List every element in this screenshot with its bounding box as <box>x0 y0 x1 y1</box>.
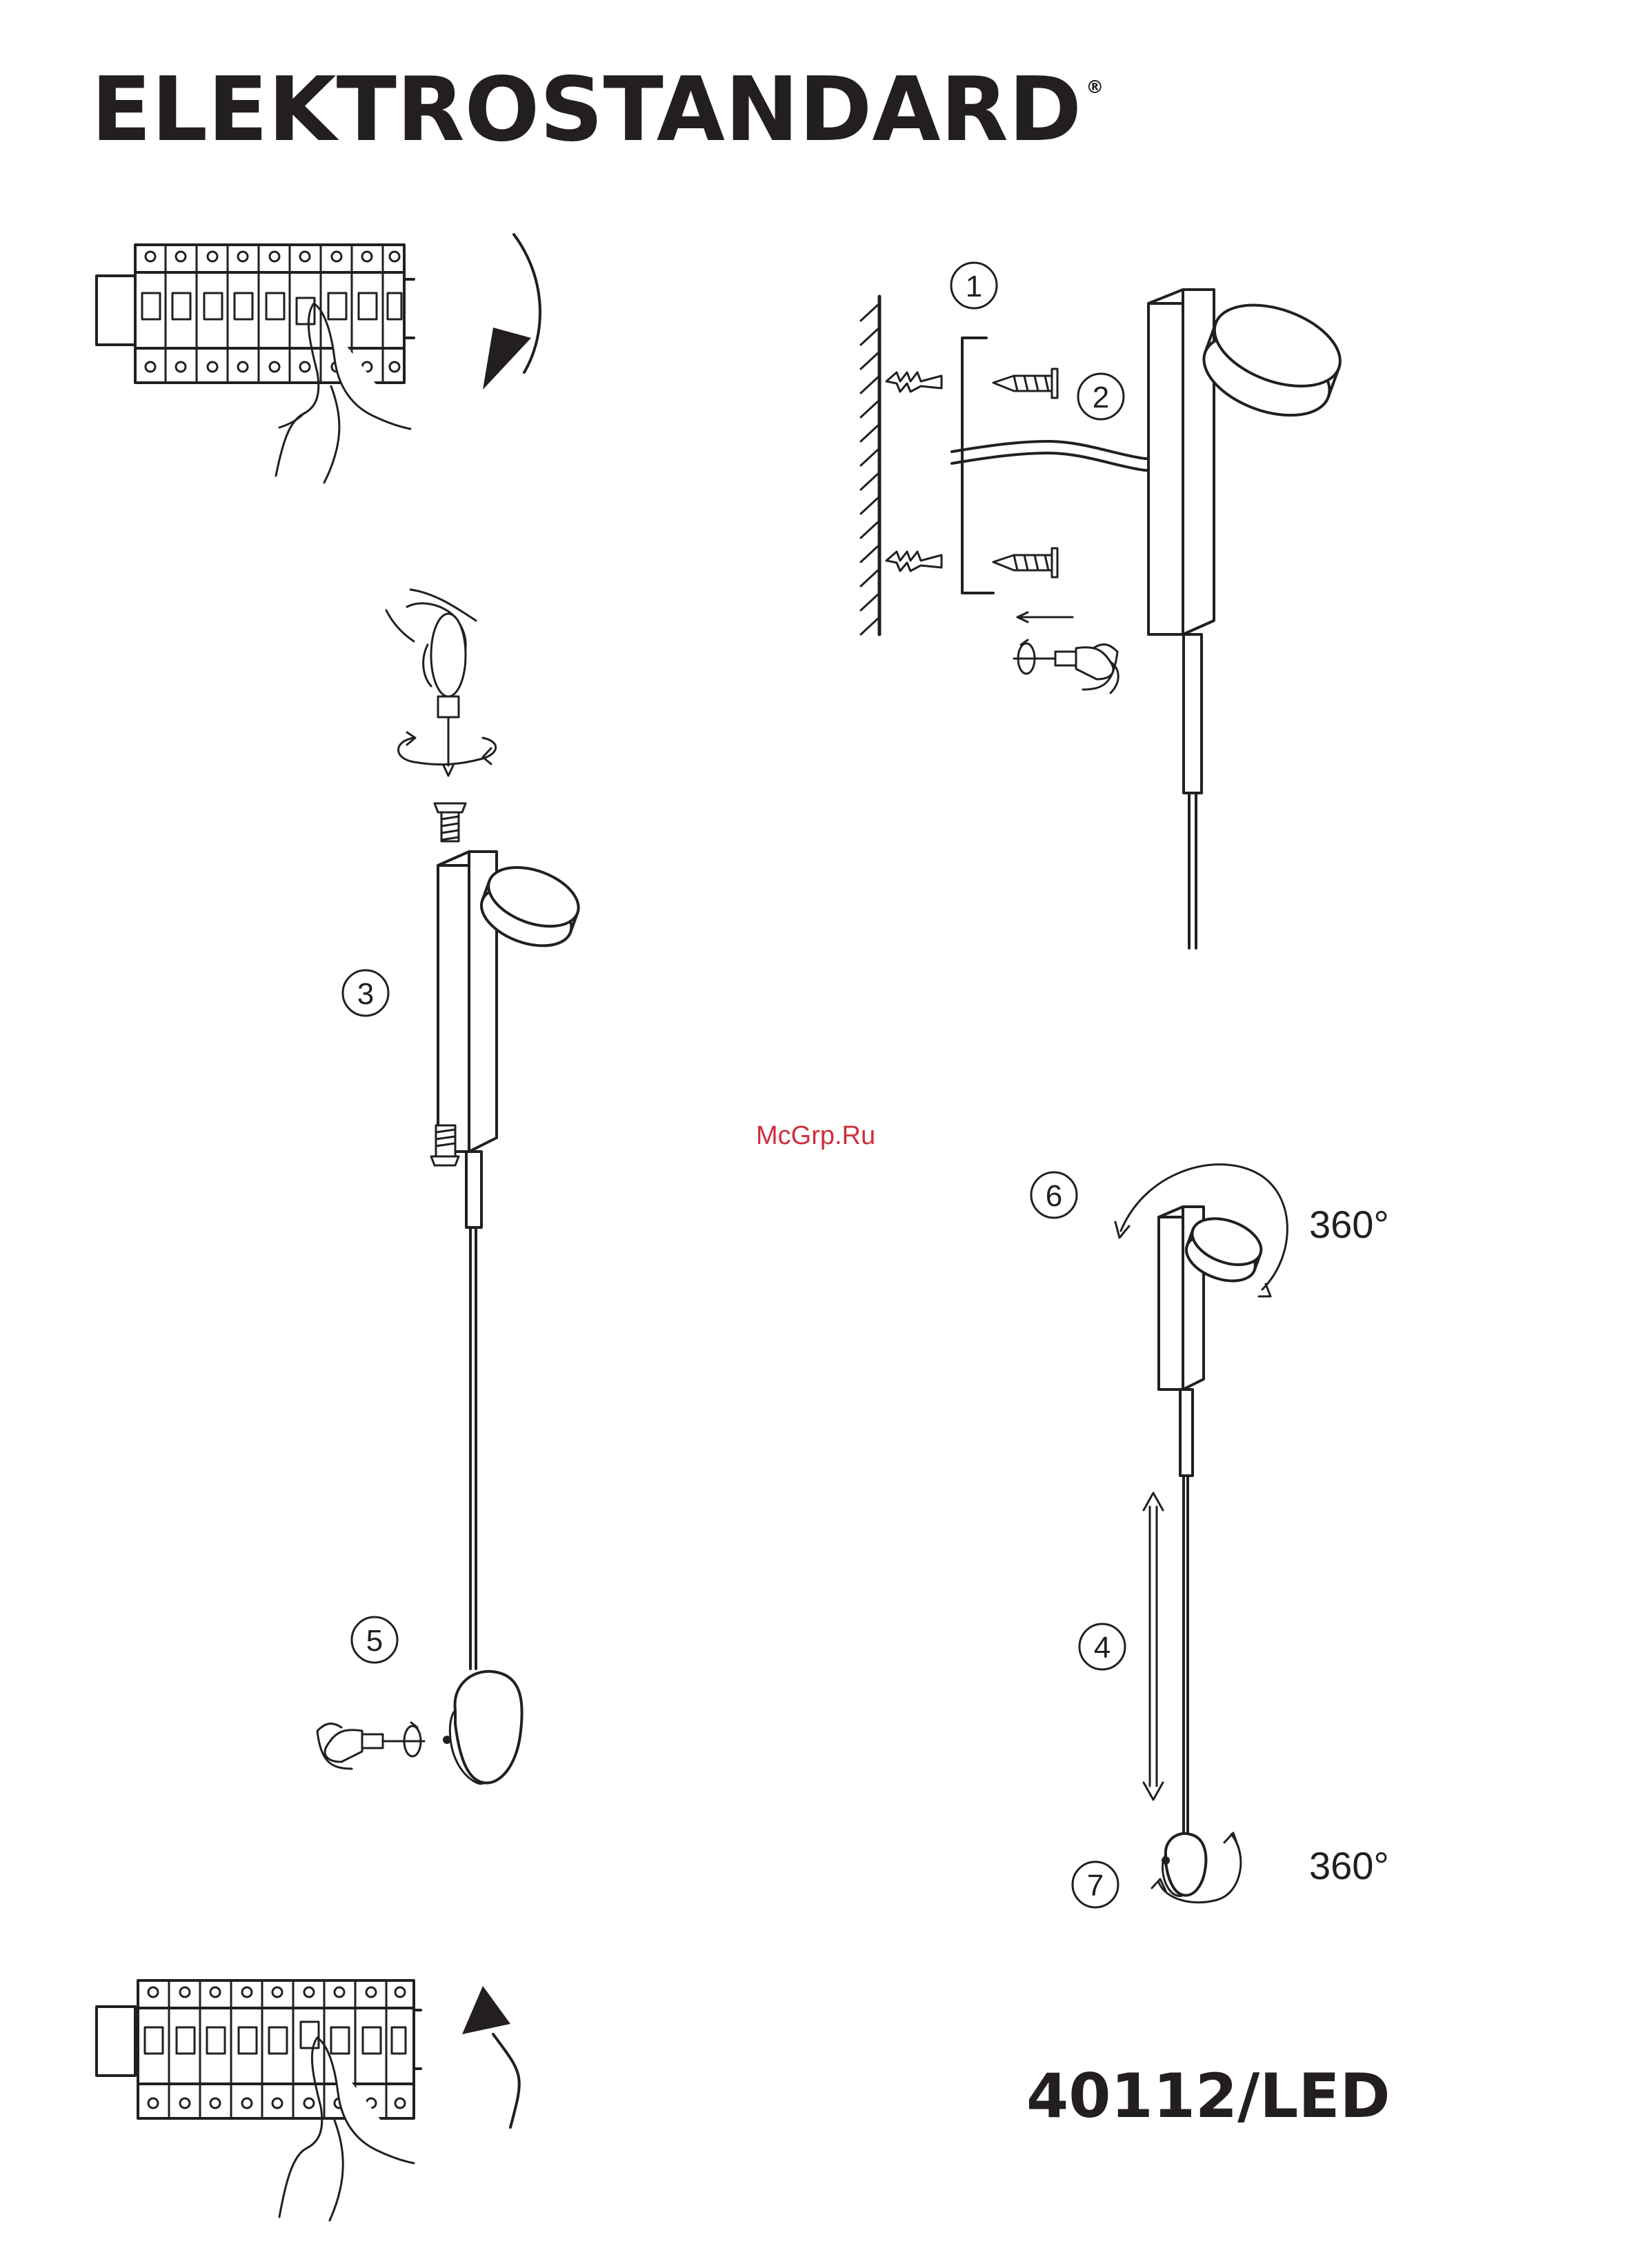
model-number: 40112/LED <box>1026 2066 1391 2127</box>
step7-rotation-label: 360° <box>1309 1847 1389 1885</box>
breaker-panel-top <box>97 234 540 483</box>
step-3-number: 3 <box>357 977 374 1011</box>
step-5-number: 5 <box>366 1624 383 1658</box>
step6-rotation-label: 360° <box>1309 1205 1389 1244</box>
lamp-adjustment-diagram <box>1115 1165 1287 1903</box>
lamp-screw-fixing <box>317 590 586 1784</box>
step-1-number: 1 <box>966 270 982 303</box>
breaker-panel-bottom <box>97 1980 519 2220</box>
step-2-number: 2 <box>1093 381 1109 414</box>
step-6-number: 6 <box>1046 1179 1062 1213</box>
step-4-number: 4 <box>1094 1631 1111 1665</box>
step-7-number: 7 <box>1087 1869 1104 1903</box>
watermark: McGrp.Ru <box>756 1121 875 1151</box>
